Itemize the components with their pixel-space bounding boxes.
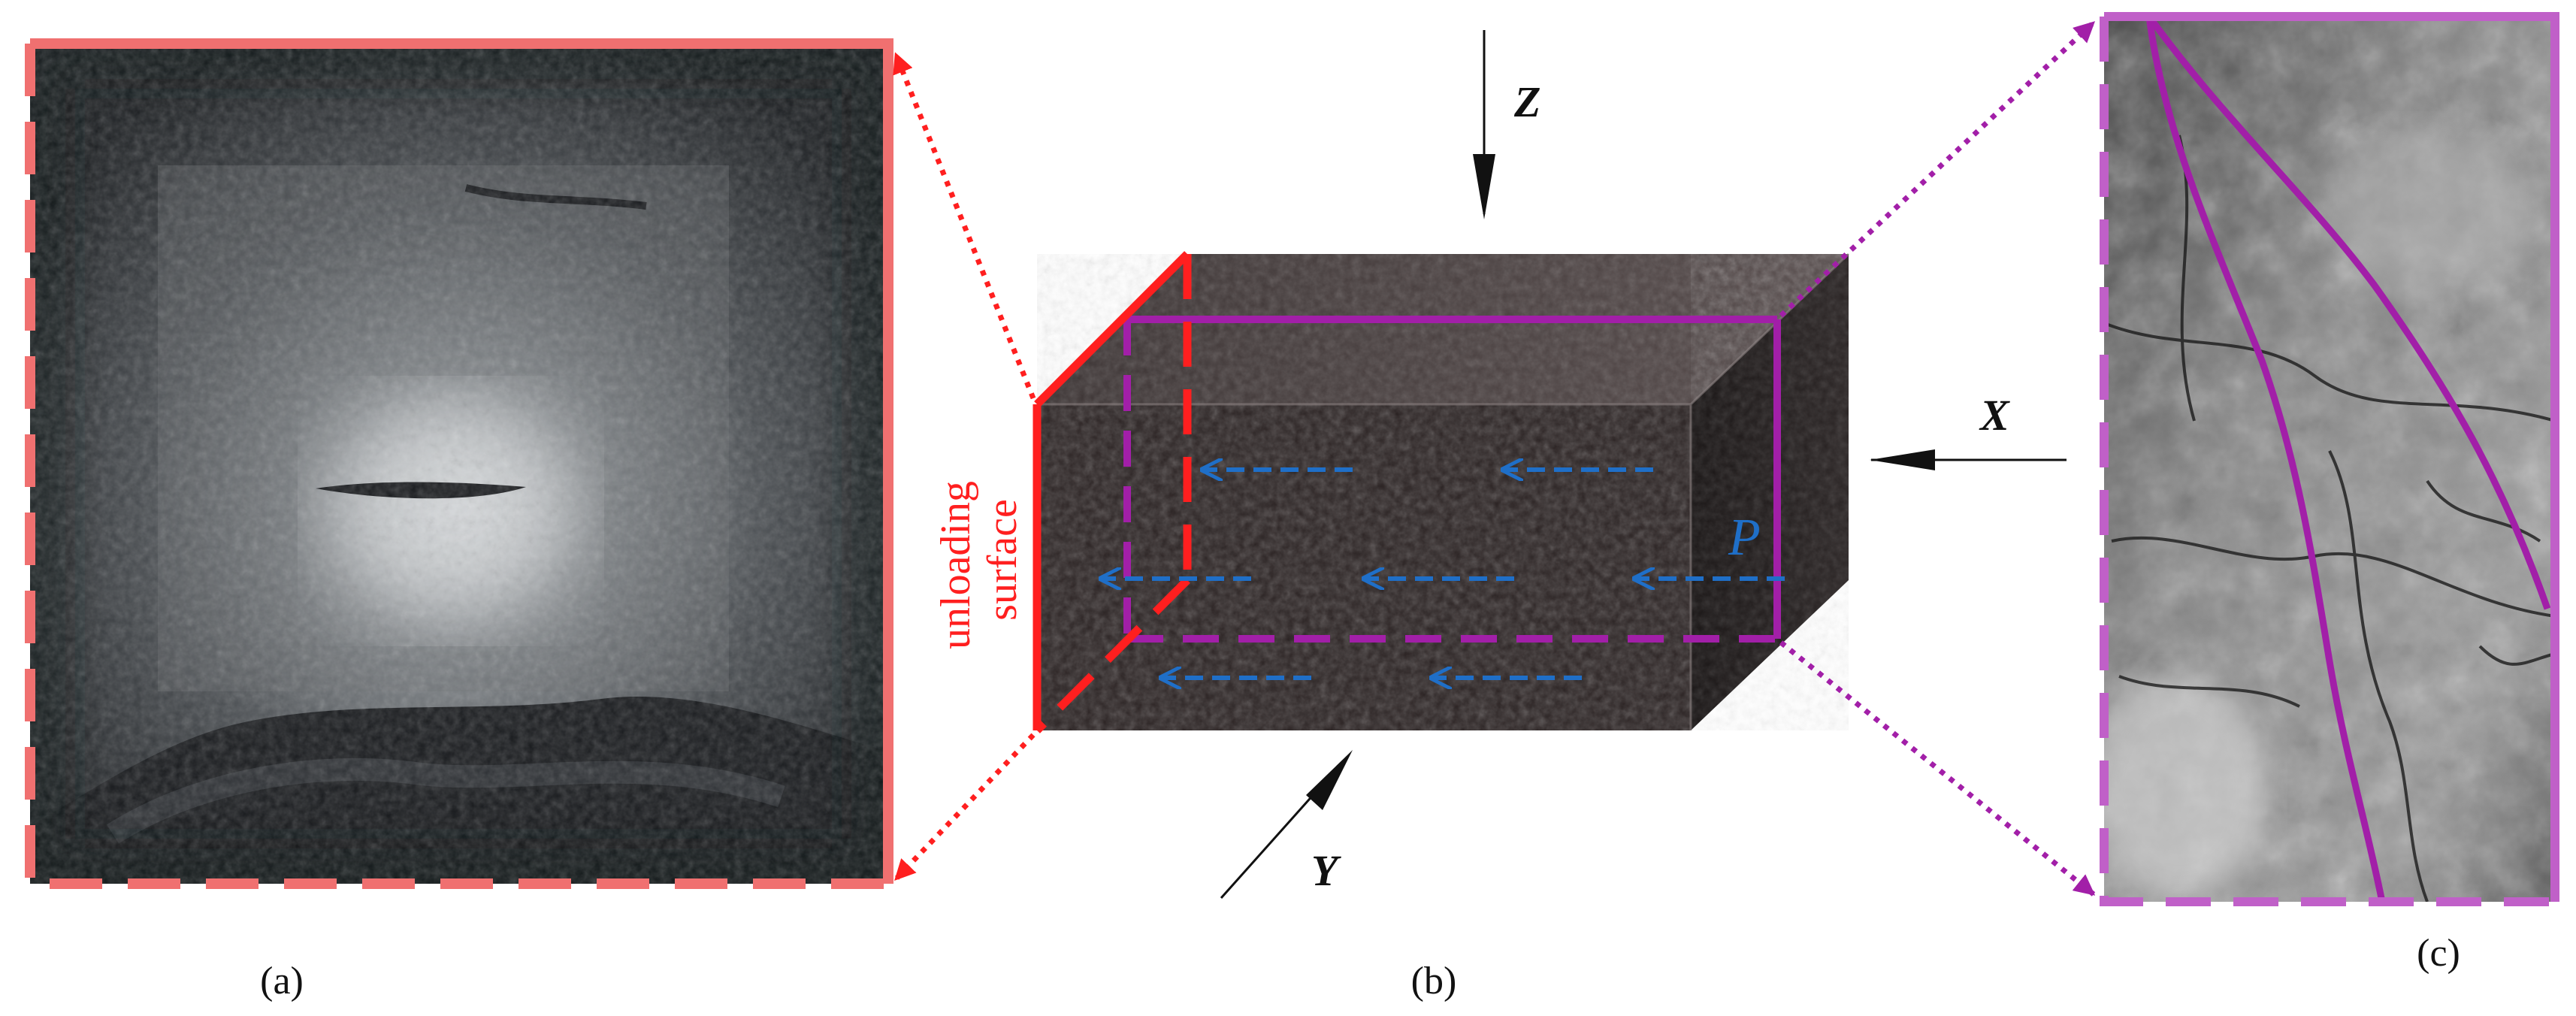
axis-x: X <box>1870 391 2067 470</box>
flow-arrows <box>1101 470 1785 678</box>
unloading-surface-label: unloading surface <box>933 470 1026 649</box>
panel-c-label: (c) <box>2417 932 2460 975</box>
fracture-line-icon <box>2145 16 2386 902</box>
panel-b-block: P unloading surface <box>933 251 1850 733</box>
unloading-surface-outline <box>1033 251 1192 733</box>
panel-b-label: (b) <box>1411 960 1457 1002</box>
axis-z-label: Z <box>1513 77 1540 126</box>
axis-y: Y <box>1220 750 1353 899</box>
axis-z: Z <box>1473 30 1540 219</box>
axis-x-label: X <box>1979 391 2010 440</box>
magenta-slice-plane <box>1123 316 1781 643</box>
unloading-surface-line2: surface <box>979 499 1026 621</box>
fracture-lines <box>2145 15 2551 902</box>
unloading-surface-line1: unloading <box>933 481 979 649</box>
panel-a-photo <box>25 38 893 889</box>
p-label: P <box>1728 509 1761 567</box>
panel-a-label: (a) <box>260 960 304 1002</box>
panel-c-photo <box>2100 12 2559 906</box>
fracture-line-icon <box>2146 15 2551 610</box>
connectors-red <box>893 52 1036 881</box>
axis-y-label: Y <box>1311 846 1341 895</box>
